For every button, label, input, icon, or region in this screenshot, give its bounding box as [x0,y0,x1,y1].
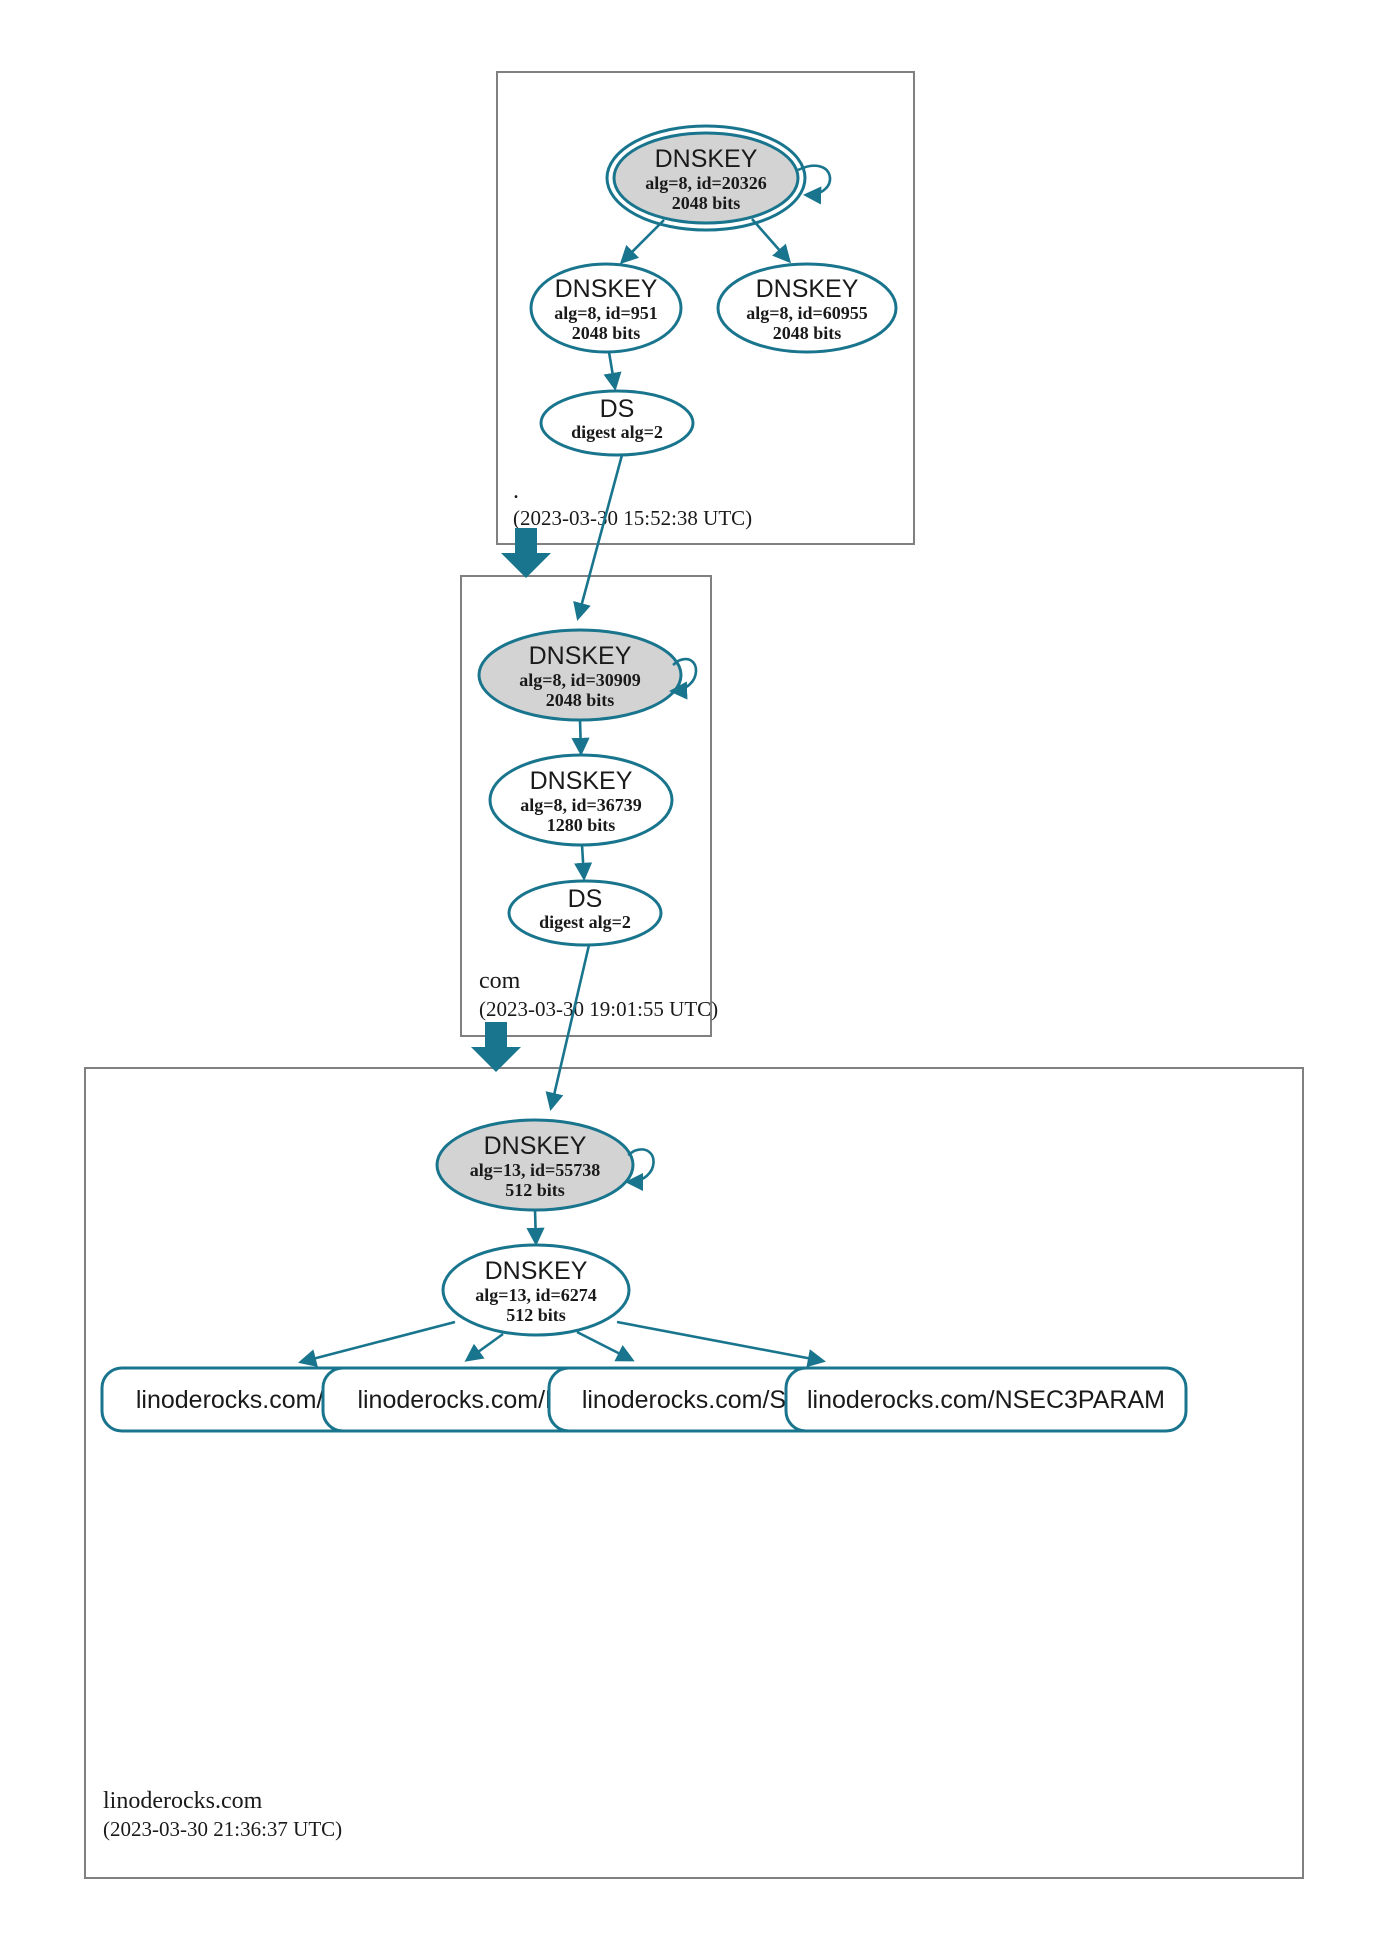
node-root-zsk-951-line2: alg=8, id=951 [554,303,658,323]
edge-lr-zsk-to-nsec3param [616,1320,826,1368]
node-root-zsk-951-title: DNSKEY [555,275,658,303]
edge-lr-ksk-to-zsk [526,1209,545,1247]
node-root-zsk-60955-line2: alg=8, id=60955 [746,303,868,323]
node-root-ds[interactable] [539,389,695,457]
node-lr-ksk-55738-line2: alg=13, id=55738 [470,1160,601,1180]
node-lr-zsk-6274-title: DNSKEY [485,1257,588,1285]
zone-label-root: . [513,478,519,504]
edge-root-zsk951-to-ds [603,351,622,391]
node-com-ksk-30909-title: DNSKEY [529,642,632,670]
node-root-ksk-20326-line2: alg=8, id=20326 [645,173,767,193]
node-com-ds-line2: digest alg=2 [539,912,631,932]
rrset-label-nsec3param: linoderocks.com/NSEC3PARAM [807,1386,1165,1414]
edge-root-ksk-to-zsk60955 [751,218,792,264]
node-lr-ksk-55738-title: DNSKEY [484,1132,587,1160]
node-com-zsk-36739-line3: 1280 bits [547,815,616,835]
zone-timestamp-com: (2023-03-30 19:01:55 UTC) [479,997,718,1021]
node-root-ds-title: DS [600,395,635,423]
trust-arrow-com-to-linoderocks [471,1022,521,1072]
node-lr-zsk-6274-line2: alg=13, id=6274 [475,1285,597,1305]
edge-root-ksk-to-zsk951 [619,219,665,265]
node-root-ksk-20326-title: DNSKEY [655,145,758,173]
zone-label-linoderocks: linoderocks.com [103,1788,263,1814]
edge-lr-zsk-to-ns [298,1320,456,1367]
node-root-ksk-20326-line3: 2048 bits [672,193,741,213]
node-root-ksk-20326[interactable] [612,131,800,225]
zone-timestamp-linoderocks: (2023-03-30 21:36:37 UTC) [103,1817,342,1841]
node-root-zsk-951[interactable] [529,262,683,354]
node-root-zsk-60955-line3: 2048 bits [773,323,842,343]
zone-timestamp-root: (2023-03-30 15:52:38 UTC) [513,506,752,530]
node-com-zsk-36739-title: DNSKEY [530,767,633,795]
node-root-zsk-60955-title: DNSKEY [756,275,859,303]
edge-lr-zsk-to-mx [464,1332,504,1362]
zone-label-com: com [479,968,521,994]
rrset-label-soa: linoderocks.com/SOA [582,1386,823,1414]
edge-com-zsk-to-ds [573,844,593,882]
node-com-ksk-30909-line2: alg=8, id=30909 [519,670,641,690]
rrset-label-ns: linoderocks.com/NS [136,1386,358,1414]
edge-root-ds-to-com-ksk [573,454,624,621]
node-lr-ksk-55738-line3: 512 bits [505,1180,565,1200]
rrset-box-nsec3param[interactable] [784,1366,1188,1433]
edge-lr-zsk-to-soa [576,1330,635,1362]
zone-box-linoderocks [84,1067,1304,1879]
node-root-zsk-951-line3: 2048 bits [572,323,641,343]
edge-com-ds-to-linoderocks-ksk [545,944,591,1111]
rrset-label-mx: linoderocks.com/MX [357,1386,582,1414]
trust-arrow-root-to-com-shaft [501,528,551,578]
edge-lr-ksk-self-signature [624,1148,655,1192]
node-com-zsk-36739-line2: alg=8, id=36739 [520,795,642,815]
node-root-ksk-20326-outer-ring [605,124,807,232]
node-com-ksk-30909-line3: 2048 bits [546,690,615,710]
edge-com-ksk-to-zsk [571,719,590,757]
edge-root-ksk-self-signature [797,164,832,205]
node-root-zsk-60955[interactable] [716,262,898,354]
node-com-ds-title: DS [568,885,603,913]
node-lr-zsk-6274-line3: 512 bits [506,1305,566,1325]
edge-com-ksk-self-signature [668,657,698,700]
node-root-ds-line2: digest alg=2 [571,422,663,442]
